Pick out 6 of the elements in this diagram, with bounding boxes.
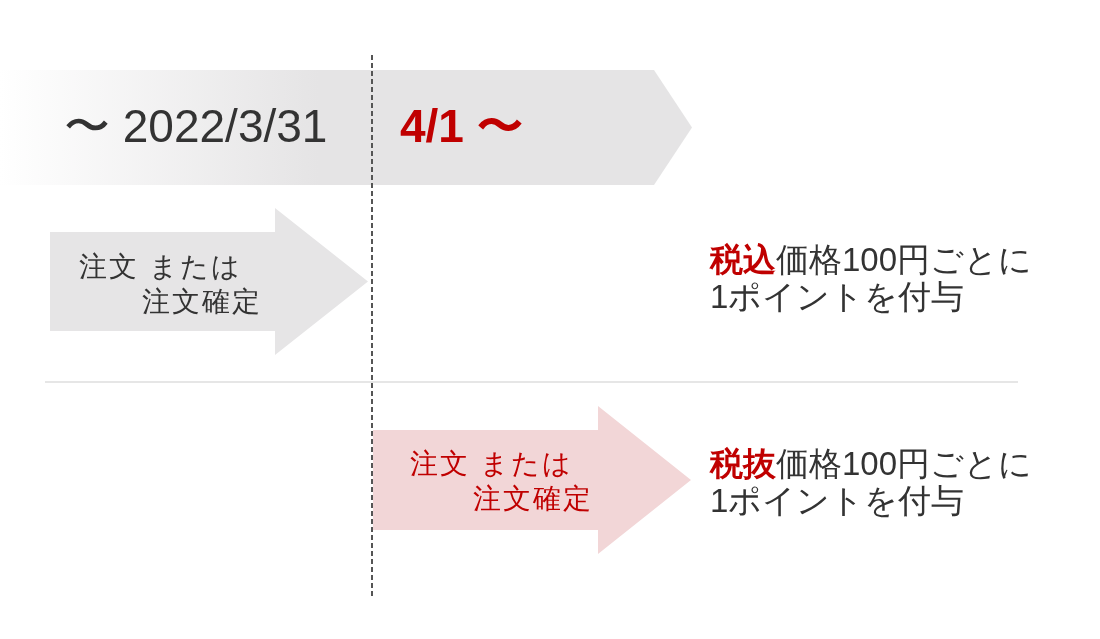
arrow-label: 注文 または注文確定: [410, 447, 594, 516]
date-label: 〜 2022/3/31: [64, 99, 328, 154]
date-label: 4/1 〜: [400, 99, 523, 154]
point-rule-text: 税込価格100円ごとに1ポイントを付与: [710, 241, 1034, 315]
point-rule-text: 税抜価格100円ごとに1ポイントを付与: [710, 445, 1034, 519]
arrow-label: 注文 または注文確定: [79, 250, 263, 319]
